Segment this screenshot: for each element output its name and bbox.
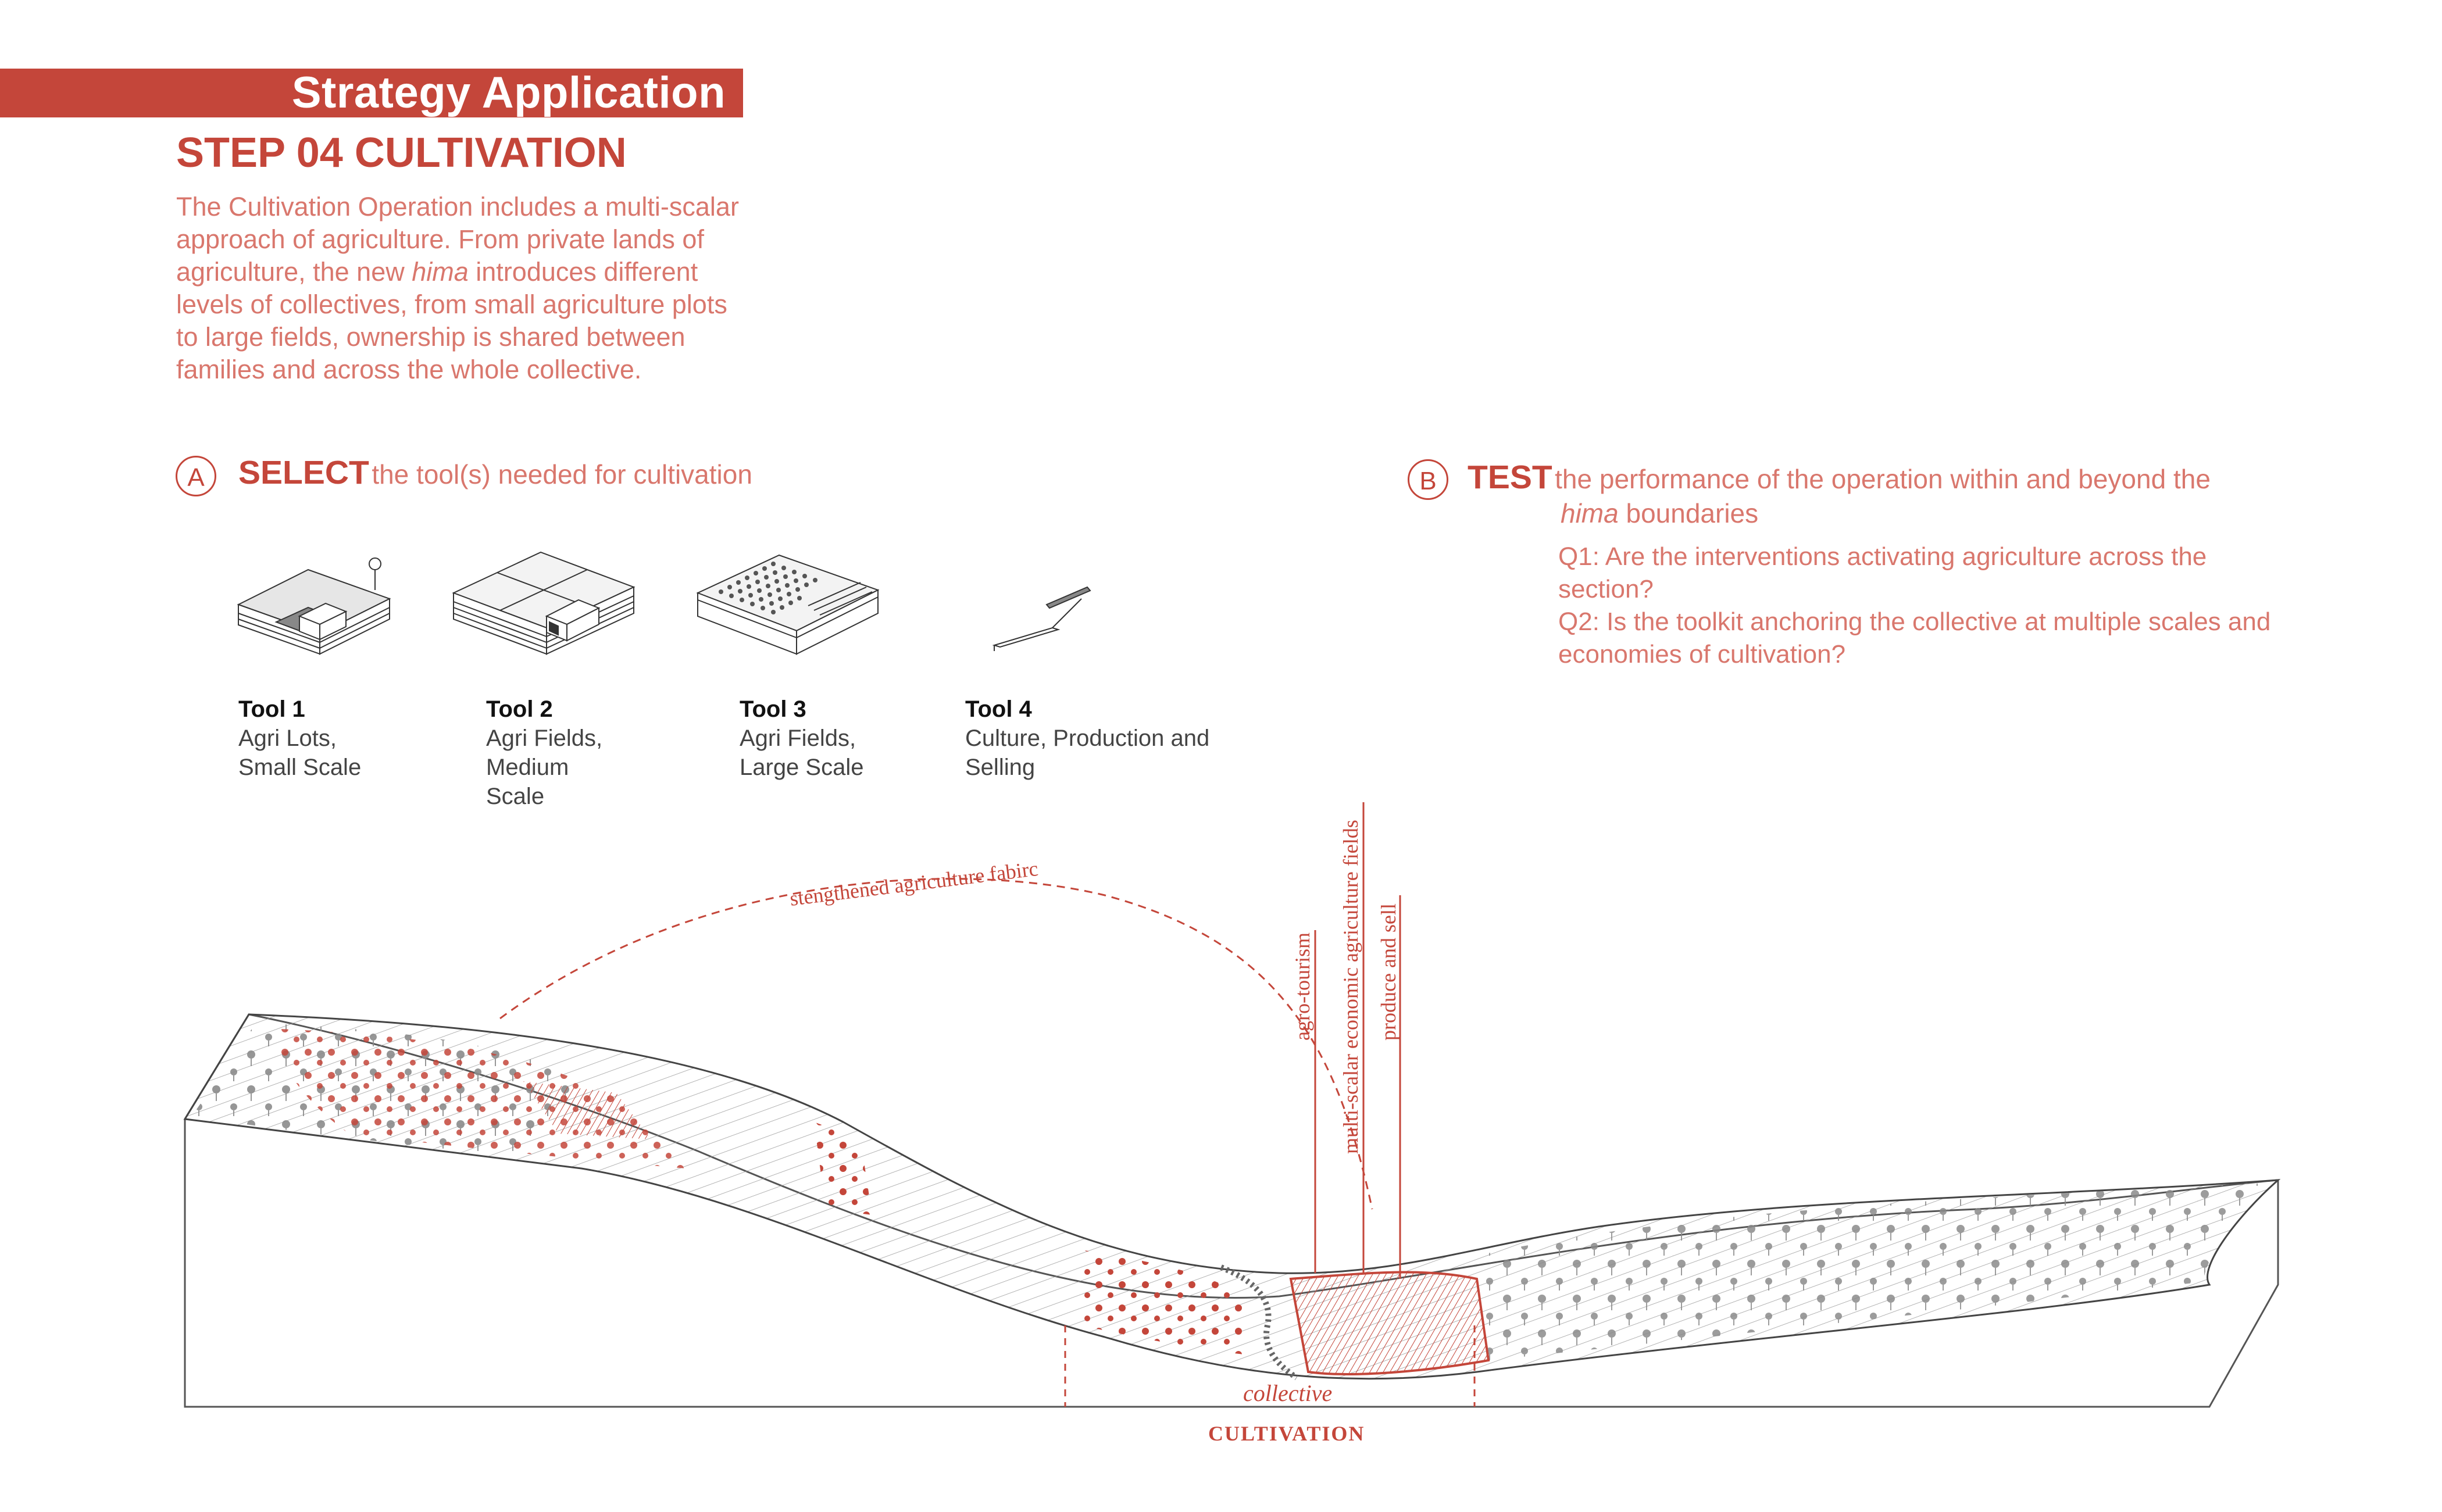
tool-desc-line: Culture, Production and: [965, 725, 1210, 751]
tool-desc-line: Agri Fields,: [486, 725, 603, 751]
cultivation-label: CULTIVATION: [1208, 1422, 1365, 1445]
header-banner: Strategy Application: [0, 69, 743, 117]
question-2: Q2: Is the toolkit anchoring the collect…: [1558, 607, 2271, 636]
tool-icons: [237, 551, 1091, 655]
tool-3-label: Tool 3 Agri Fields, Large Scale: [740, 695, 863, 782]
tool-desc-line: Agri Lots,: [238, 725, 337, 751]
banner-title: Strategy Application: [291, 68, 726, 117]
collective-zone: [1289, 1271, 1490, 1375]
tool-desc-line: Small Scale: [238, 755, 362, 780]
test-questions: Q1: Are the interventions activating agr…: [1558, 541, 2270, 671]
tool-desc-line: Agri Fields,: [740, 725, 856, 751]
arc-label: stengthened agriculture fabirc: [788, 857, 1039, 910]
question-1: Q1: Are the interventions activating agr…: [1558, 542, 2207, 571]
tool-1-icon: [237, 557, 391, 655]
section-a-marker: A: [176, 456, 216, 496]
section-b-line2: hima boundaries: [1561, 494, 1758, 532]
intro-line: levels of collectives, from small agricu…: [176, 289, 727, 319]
tool-title: Tool 1: [238, 696, 305, 722]
collective-label: collective: [1243, 1380, 1332, 1406]
tool-desc-line: Scale: [486, 784, 545, 809]
section-b-heading: TEST the performance of the operation wi…: [1468, 458, 2211, 498]
red-trees-valley: [1081, 1250, 1244, 1354]
cultivation-bounds: [1064, 1325, 1476, 1407]
tool-title: Tool 2: [486, 696, 553, 722]
tool-title: Tool 4: [965, 696, 1032, 722]
grey-tree-cover: [1477, 1183, 2268, 1360]
intro-line: families and across the whole collective…: [176, 355, 642, 384]
indicator-lines: [1314, 802, 1401, 1279]
tool-desc-line: Selling: [965, 755, 1036, 780]
red-field-hatch: [523, 1081, 651, 1139]
section-b-marker: B: [1408, 459, 1448, 500]
tool-2-icon: [452, 551, 636, 655]
agriculture-arc: [499, 878, 1373, 1210]
river: [1220, 1264, 1298, 1381]
question-1-cont: section?: [1558, 575, 1654, 603]
vertical-label-produce-sell: produce and sell: [1377, 903, 1400, 1041]
question-2-cont: economies of cultivation?: [1558, 640, 1846, 669]
tool-desc-line: Large Scale: [740, 755, 864, 780]
tool-4-icon: [992, 586, 1091, 651]
section-a-rest: the tool(s) needed for cultivation: [372, 459, 752, 489]
vertical-label-agro-tourism: agro-tourism: [1291, 932, 1314, 1041]
vertical-label-multi-scalar: multi-scalar economic agriculture fields: [1339, 820, 1362, 1154]
tool-1-label: Tool 1 Agri Lots, Small Scale: [238, 695, 361, 782]
hima-term: hima: [1561, 498, 1619, 528]
section-a-heading: SELECT the tool(s) needed for cultivatio…: [238, 453, 752, 494]
step-title: STEP 04 CULTIVATION: [176, 130, 627, 176]
intro-line: The Cultivation Operation includes a mul…: [176, 192, 739, 221]
intro-line: agriculture, the new hima introduces dif…: [176, 257, 698, 287]
tool-title: Tool 3: [740, 696, 806, 722]
tool-3-icon: [696, 554, 880, 655]
intro-paragraph: The Cultivation Operation includes a mul…: [176, 191, 758, 386]
tool-desc-line: Medium: [486, 755, 569, 780]
section-b-rest2: boundaries: [1626, 498, 1759, 528]
intro-line: to large fields, ownership is shared bet…: [176, 322, 686, 352]
intro-line: approach of agriculture. From private la…: [176, 224, 704, 254]
section-a-strong: SELECT: [238, 454, 369, 491]
section-b-rest: the performance of the operation within …: [1555, 464, 2211, 494]
red-trees-slope: [814, 1122, 872, 1215]
section-b-strong: TEST: [1468, 459, 1552, 496]
